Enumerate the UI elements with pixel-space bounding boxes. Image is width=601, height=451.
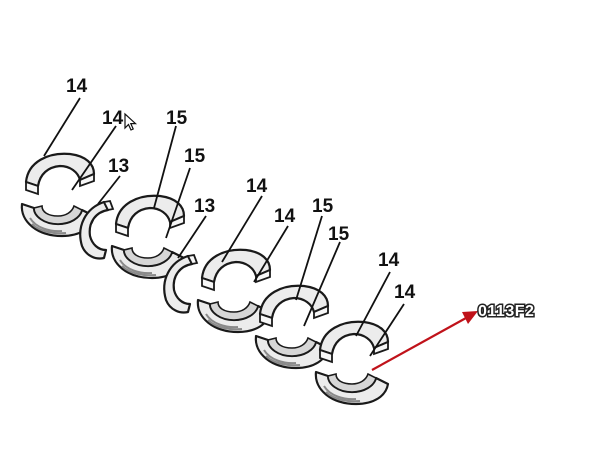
callout-label: 15 — [328, 224, 350, 245]
callout-label: 14 — [394, 282, 416, 303]
callout-label: 14 — [274, 206, 296, 227]
callout-label: 14 — [66, 76, 88, 97]
lower-bearing-shell — [314, 370, 390, 406]
callout-label: 15 — [312, 196, 334, 217]
callout-label: 15 — [166, 108, 188, 129]
bearing-set-5 — [314, 320, 390, 406]
callout-label: 14 — [378, 250, 400, 271]
upper-bearing-shell — [200, 248, 272, 292]
callout-label: 14 — [246, 176, 268, 197]
callout-label: 13 — [108, 156, 129, 177]
reference-code: 0113F2 — [478, 303, 534, 320]
leader-lines — [43, 97, 405, 357]
arrowhead-icon — [462, 311, 478, 324]
callout-label: 15 — [184, 146, 206, 167]
upper-bearing-shell — [318, 320, 390, 364]
bearing-set-4 — [254, 284, 330, 370]
reference-pointer — [371, 311, 478, 371]
callout-label: 14 — [102, 108, 124, 129]
thrust-washer — [79, 199, 115, 260]
lower-bearing-shell — [254, 334, 330, 370]
callout-label: 13 — [194, 196, 215, 217]
callout-labels: 14 14 15 15 13 13 14 14 15 15 14 14 — [66, 76, 416, 303]
mouse-pointer-icon — [124, 112, 138, 131]
